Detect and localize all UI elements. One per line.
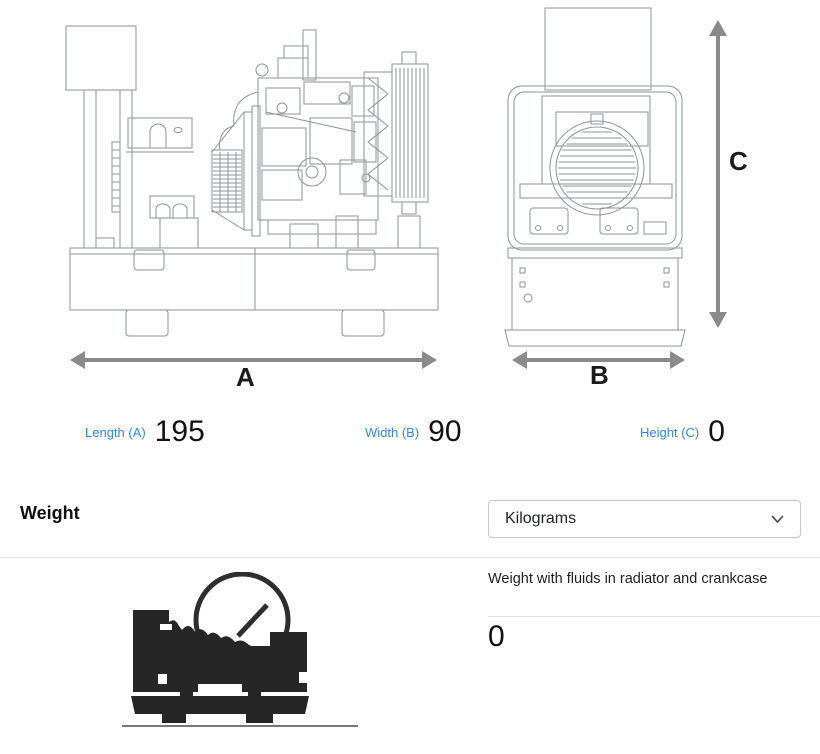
height-field: Height (C) 0 bbox=[640, 414, 725, 450]
weight-unit-selected-value: Kilograms bbox=[505, 510, 577, 527]
length-label: Length (A) bbox=[85, 424, 146, 440]
generator-side-view-drawing bbox=[65, 25, 439, 337]
weight-section-title: Weight bbox=[20, 503, 80, 523]
weight-unit-select[interactable]: Kilograms bbox=[488, 500, 801, 538]
height-label: Height (C) bbox=[640, 424, 700, 440]
spec-divider bbox=[488, 616, 820, 617]
width-label: Width (B) bbox=[365, 424, 420, 440]
weight-spec-value: 0 bbox=[488, 620, 505, 653]
arrow-a-label: A bbox=[236, 362, 255, 392]
arrow-b-label: B bbox=[590, 360, 609, 390]
width-field: Width (B) 90 bbox=[365, 414, 462, 450]
length-field: Length (A) 195 bbox=[85, 414, 205, 450]
arrow-c-label: C bbox=[729, 146, 748, 176]
dimension-diagram bbox=[65, 7, 727, 369]
width-value: 90 bbox=[428, 415, 462, 448]
dimension-arrows bbox=[70, 20, 727, 369]
chevron-down-icon bbox=[771, 515, 784, 523]
section-divider bbox=[0, 557, 820, 558]
generator-weight-gauge-icon bbox=[122, 572, 358, 727]
height-value: 0 bbox=[708, 415, 725, 448]
generator-front-view-drawing bbox=[504, 7, 686, 347]
weight-spec-label: Weight with fluids in radiator and crank… bbox=[488, 571, 768, 587]
length-value: 195 bbox=[154, 415, 205, 448]
